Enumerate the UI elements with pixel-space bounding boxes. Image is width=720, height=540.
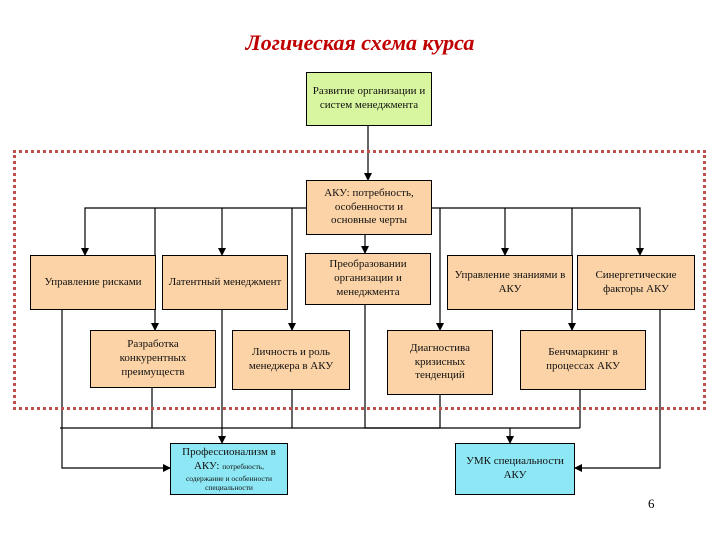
node-sinerg-label: Синергетические факторы АКУ (595, 268, 677, 295)
dotted-frame (13, 150, 706, 410)
node-diagn: Диагностива кризисных тенденций (387, 330, 493, 395)
diagram-title: Логическая схема курса (245, 30, 475, 55)
node-riski-label: Управление рисками (44, 275, 142, 288)
node-aku-label: АКУ: потребность, особенности и основные… (324, 186, 414, 227)
node-sinerg: Синергетические факторы АКУ (577, 255, 695, 310)
node-latent: Латентный менеджмент (162, 255, 288, 310)
arrow-aku-sinerg (432, 207, 644, 256)
node-diagn-label: Диагностива кризисных тенденций (410, 341, 470, 382)
node-prof-sub2: содержание и особенности специальности (185, 473, 273, 492)
node-umk: УМК специальности АКУ (455, 443, 575, 495)
arrow-riski-prof (61, 310, 171, 472)
node-latent-label: Латентный менеджмент (168, 275, 282, 288)
node-bench: Бенчмаркинг в процессах АКУ (520, 330, 646, 390)
node-prof: Профессионализм в АКУ: потребность, соде… (170, 443, 288, 495)
node-razrab-label: Разработка конкурентных преимуществ (119, 338, 187, 378)
node-lichnost-label: Личность и роль менеджера в АКУ (248, 346, 334, 372)
node-aku: АКУ: потребность, особенности и основные… (306, 180, 432, 235)
node-prof-main: Профессионализм в АКУ: (182, 446, 276, 472)
node-preobr: Преобразовании организации и менеджмента (305, 253, 431, 305)
arrow-aku-riski (81, 207, 306, 256)
node-prof-label: Профессионализм в АКУ: потребность, (175, 446, 283, 474)
node-znaniya: Управление знаниями в АКУ (447, 255, 573, 310)
node-umk-label: УМК специальности АКУ (466, 455, 564, 481)
arrow-sinerg-umk (574, 310, 661, 472)
node-razvitie-label: Развитие организации и систем менеджмент… (312, 85, 426, 111)
node-razrab: Разработка конкурентных преимуществ (90, 330, 216, 388)
node-prof-sub1: потребность, (222, 462, 265, 471)
node-riski: Управление рисками (30, 255, 156, 310)
node-lichnost: Личность и роль менеджера в АКУ (232, 330, 350, 390)
node-znaniya-label: Управление знаниями в АКУ (454, 268, 566, 295)
page-number: 6 (648, 496, 655, 511)
node-bench-label: Бенчмаркинг в процессах АКУ (546, 346, 620, 372)
node-razvitie: Развитие организации и систем менеджмент… (306, 72, 432, 126)
node-preobr-label: Преобразовании организации и менеджмента (329, 258, 407, 298)
